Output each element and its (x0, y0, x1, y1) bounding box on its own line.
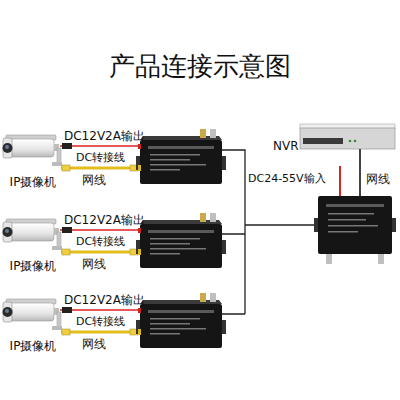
nvr-body (300, 128, 395, 149)
nvr-led (349, 140, 352, 143)
node-label: IP摄像机 (2, 175, 64, 189)
dc-plug (62, 227, 72, 233)
network-cable (61, 251, 139, 254)
device-print (328, 219, 366, 221)
device-node: IP摄像机 (2, 128, 64, 192)
transmitter-device (136, 213, 226, 268)
camera-illustration (3, 299, 63, 330)
node-label: IP摄像机 (2, 339, 64, 353)
device-panel (326, 204, 384, 207)
nvr-panel (303, 138, 343, 144)
wire-label: DC12V2A输出 (64, 213, 145, 227)
rj45-plug (62, 165, 70, 171)
wire-label: DC24-55V输入 (248, 172, 326, 185)
device-print (328, 231, 358, 233)
receiver-body (318, 196, 392, 254)
wire-label: 网线 (366, 172, 390, 186)
rj45-plug (62, 329, 70, 335)
device-node: IP摄像机 (2, 212, 64, 276)
wire-label: 网线 (82, 257, 106, 271)
device-print (328, 213, 374, 215)
device-node: IP摄像机 (2, 292, 64, 356)
wire-label: DC12V2A输出 (64, 293, 145, 307)
network-cable (359, 149, 361, 196)
wire-label: DC转接线 (76, 315, 125, 328)
network-cable (61, 331, 139, 334)
wire-label: DC转接线 (76, 151, 125, 164)
camera-illustration (3, 219, 63, 250)
wire-label: 网线 (82, 173, 106, 187)
power-wire (339, 166, 341, 196)
transmitter-device (136, 129, 226, 184)
node-label: IP摄像机 (2, 259, 64, 273)
transmitter-device (136, 293, 226, 348)
camera-illustration (3, 135, 63, 166)
wire-label: 网线 (82, 337, 106, 351)
network-cable (61, 167, 139, 170)
bnc-connector (326, 254, 332, 264)
device-node: NVR (300, 127, 395, 149)
title-text: 产品连接示意图 (0, 50, 400, 82)
wire-label: DC转接线 (76, 235, 125, 248)
device-print (328, 225, 378, 227)
nvr-led (354, 140, 357, 143)
node-label: NVR (273, 139, 299, 153)
rj45-plug (62, 249, 70, 255)
dc-plug (62, 143, 72, 149)
bnc-connector (378, 254, 384, 264)
wire-label: DC12V2A输出 (64, 129, 145, 143)
dc-plug (62, 307, 72, 313)
